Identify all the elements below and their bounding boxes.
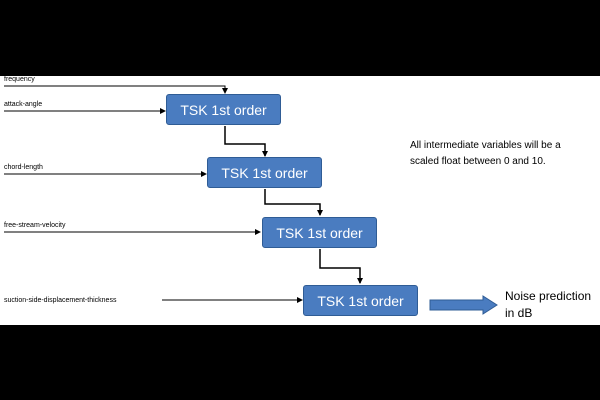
tsk-block-2: TSK 1st order xyxy=(207,157,322,188)
diagram-canvas xyxy=(0,76,600,325)
output-arrow xyxy=(429,295,498,315)
wire-block3-to-block4 xyxy=(319,249,363,284)
input-label-chord-length: chord-length xyxy=(4,164,43,171)
intermediate-variables-note: All intermediate variables will be a sca… xyxy=(410,140,561,167)
wire-frequency xyxy=(4,85,228,94)
tsk-block-3: TSK 1st order xyxy=(262,217,377,248)
input-label-free-stream-velocity: free-stream-velocity xyxy=(4,222,66,229)
tsk-block-4: TSK 1st order xyxy=(303,285,418,316)
input-label-suction-side-displacement-thickness: suction-side-displacement-thickness xyxy=(4,297,117,304)
output-label: Noise prediction in dB xyxy=(505,289,592,320)
wire-block1-to-block2 xyxy=(224,126,268,157)
input-label-frequency: frequency xyxy=(4,76,35,83)
tsk-block-1: TSK 1st order xyxy=(166,94,281,125)
input-label-attack-angle: attack-angle xyxy=(4,101,43,108)
wire-block2-to-block3 xyxy=(264,189,323,216)
